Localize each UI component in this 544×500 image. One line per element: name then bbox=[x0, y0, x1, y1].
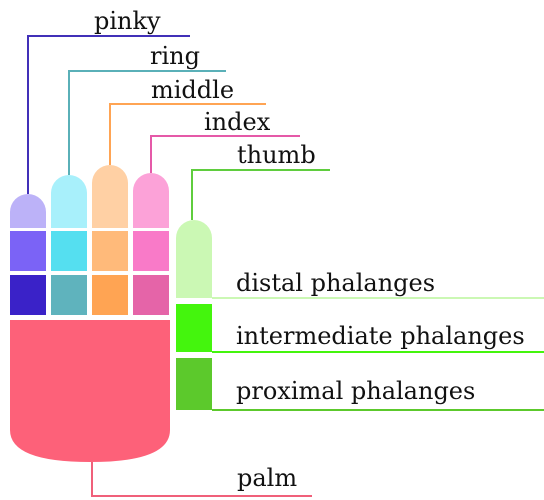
label-ring: ring bbox=[150, 42, 200, 70]
pinky-proximal bbox=[10, 275, 46, 315]
label-intermediate-phalanges: intermediate phalanges bbox=[236, 322, 525, 350]
middle-proximal bbox=[92, 275, 128, 315]
index-proximal bbox=[133, 275, 169, 315]
ring-proximal bbox=[51, 275, 87, 315]
thumb-leader-line bbox=[192, 170, 330, 220]
middle-intermediate bbox=[92, 231, 128, 271]
label-index: index bbox=[204, 108, 271, 136]
label-distal-phalanges: distal phalanges bbox=[236, 269, 435, 297]
thumb-intermediate bbox=[176, 304, 212, 352]
thumb-distal bbox=[176, 220, 212, 298]
label-middle: middle bbox=[151, 76, 234, 104]
label-thumb: thumb bbox=[237, 141, 316, 169]
label-pinky: pinky bbox=[94, 7, 161, 35]
palm-shape bbox=[10, 320, 170, 462]
thumb-proximal bbox=[176, 358, 212, 410]
ring-distal bbox=[51, 175, 87, 228]
ring-intermediate bbox=[51, 231, 87, 271]
label-proximal-phalanges: proximal phalanges bbox=[236, 377, 475, 405]
index-distal bbox=[133, 173, 169, 228]
middle-distal bbox=[92, 165, 128, 228]
label-palm: palm bbox=[237, 464, 297, 492]
pinky-distal bbox=[10, 194, 46, 228]
index-intermediate bbox=[133, 231, 169, 271]
pinky-intermediate bbox=[10, 231, 46, 271]
